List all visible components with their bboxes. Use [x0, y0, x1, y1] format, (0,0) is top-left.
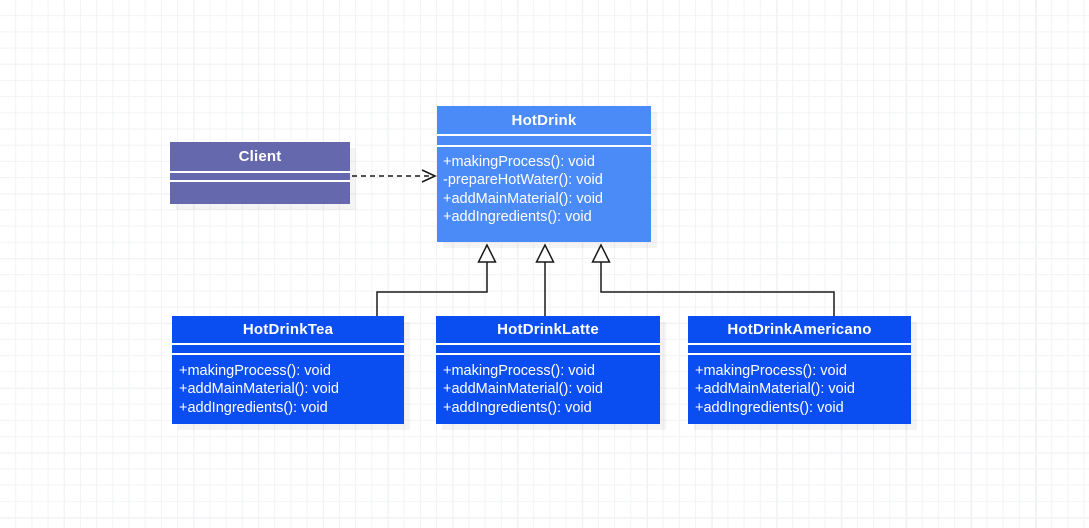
operation-row: +makingProcess(): void — [443, 154, 595, 170]
generalization-line — [600, 262, 835, 316]
operation-row: +addIngredients(): void — [443, 209, 592, 226]
operation-row: -prepareHotWater(): void — [443, 172, 603, 189]
class-attributes-hotdrinktea — [172, 345, 404, 353]
class-attributes-hotdrink — [437, 136, 651, 145]
class-name-client: Client — [170, 142, 350, 171]
operation-row: +addMainMaterial(): void — [179, 381, 339, 398]
class-name-hotdrinklatte: HotDrinkLatte — [497, 321, 599, 338]
class-name-hotdrinktea: HotDrinkTea — [242, 321, 334, 338]
class-separator — [172, 343, 404, 345]
class-operations-client — [170, 182, 350, 204]
operation-row: +addIngredients(): void — [443, 399, 592, 416]
class-box-hotdrinkamericano[interactable]: HotDrinkAmericano +makingProcess(): void… — [688, 316, 911, 424]
class-box-hotdrinklatte[interactable]: HotDrinkLatte +makingProcess(): void +ad… — [436, 316, 660, 424]
generalization-line — [376, 262, 488, 316]
hollow-triangle-icon — [535, 243, 555, 263]
relationship-dependency-client-hotdrink[interactable] — [352, 169, 437, 183]
operation-row: +addMainMaterial(): void — [443, 190, 603, 207]
class-separator — [172, 353, 404, 355]
class-separator — [437, 145, 651, 147]
class-operations-hotdrinklatte: +makingProcess(): void +addMainMaterial(… — [436, 355, 660, 424]
class-separator — [437, 134, 651, 136]
class-separator — [688, 353, 911, 355]
class-name-hotdrinkamericano: HotDrinkAmericano — [727, 321, 872, 338]
operation-row: +makingProcess(): void — [695, 363, 847, 379]
operation-row: +addIngredients(): void — [179, 399, 328, 416]
operation-row: +makingProcess(): void — [179, 363, 331, 379]
operation-row: +addMainMaterial(): void — [695, 381, 855, 398]
class-attributes-client — [170, 173, 350, 180]
class-operations-hotdrink: +makingProcess(): void -prepareHotWater(… — [437, 147, 651, 242]
class-separator — [688, 343, 911, 345]
class-separator — [170, 180, 350, 182]
open-arrowhead-icon — [421, 169, 437, 183]
class-attributes-hotdrinkamericano — [688, 345, 911, 353]
hollow-triangle-icon — [477, 243, 497, 263]
operation-row: +addMainMaterial(): void — [443, 381, 603, 398]
class-box-client[interactable]: Client — [170, 142, 350, 204]
class-operations-hotdrinkamericano: +makingProcess(): void +addMainMaterial(… — [688, 355, 911, 424]
class-name-hotdrink: HotDrink — [511, 111, 577, 129]
class-separator — [436, 343, 660, 345]
class-attributes-hotdrinklatte — [436, 345, 660, 353]
class-separator — [170, 171, 350, 173]
class-box-hotdrinktea[interactable]: HotDrinkTea +makingProcess(): void +addM… — [172, 316, 404, 424]
class-box-hotdrink[interactable]: HotDrink +makingProcess(): void -prepare… — [437, 106, 651, 242]
class-operations-hotdrinktea: +makingProcess(): void +addMainMaterial(… — [172, 355, 404, 424]
operation-row: +addIngredients(): void — [695, 399, 844, 416]
class-separator — [436, 353, 660, 355]
relationship-generalization-latte[interactable] — [535, 243, 555, 316]
relationship-generalization-tea[interactable] — [376, 243, 497, 316]
hollow-triangle-icon — [591, 243, 611, 263]
operation-row: +makingProcess(): void — [443, 363, 595, 379]
relationship-generalization-americano[interactable] — [591, 243, 835, 316]
